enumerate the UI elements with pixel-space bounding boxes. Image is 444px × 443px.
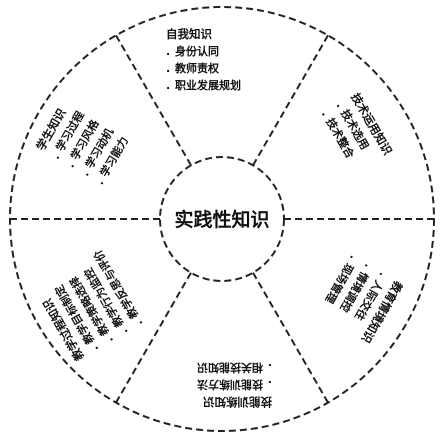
- segment-context-knowledge: 教育情境知识 . 人际交往 . 情境调控 . 现场管理: [323, 253, 406, 346]
- segment-item-bullet: .: [376, 270, 389, 280]
- segment-item-bullet: .: [362, 262, 375, 272]
- segment-item-bullet: .: [49, 151, 62, 161]
- segment-dividers: [10, 34, 434, 404]
- segment-item: 教师责权: [174, 61, 220, 75]
- segment-teaching-process-knowledge: 教学过程知识 . 教学目标制定 . 教学策略选择 . 教学行为监控 . 教学反思…: [40, 247, 146, 364]
- segment-item: 身份认同: [175, 44, 219, 58]
- segment-item-bullet: .: [166, 45, 170, 58]
- segment-item-bullet: .: [93, 177, 106, 187]
- segment-item-bullet: .: [103, 335, 116, 345]
- segment-title: 自我知识: [166, 27, 212, 41]
- segment-item: 技能训练方法: [197, 378, 263, 392]
- segment-skill-training-knowledge: 技能训练知识 . 技能训练方法 . 相关技能知识: [197, 361, 272, 409]
- segment-item-bullet: .: [117, 327, 130, 337]
- segment-item: 相关技能知识: [197, 361, 263, 375]
- segment-item-bullet: .: [347, 253, 360, 263]
- segment-self-knowledge: 自我知识 . 身份认同 . 教师责权 . 职业发展规划: [166, 27, 241, 92]
- segment-student-knowledge: 学生知识 . 学习过程 . 学习风格 . 学习动机 . 学习能力: [33, 106, 131, 187]
- segment-item-bullet: .: [334, 100, 347, 110]
- segment-item-bullet: .: [88, 344, 101, 354]
- segment-item-bullet: .: [268, 378, 272, 391]
- segment-item-bullet: .: [132, 318, 145, 328]
- segment-item-bullet: .: [79, 168, 92, 178]
- segment-title: 技能训练知识: [203, 395, 272, 409]
- segment-item-bullet: .: [166, 79, 170, 92]
- center-label: 实践性知识: [174, 208, 269, 231]
- divider-line: [115, 272, 192, 404]
- segment-item: 职业发展规划: [175, 78, 241, 92]
- segment-item-bullet: .: [268, 361, 272, 374]
- divider-line: [115, 34, 192, 166]
- segment-item-bullet: .: [166, 62, 170, 75]
- segment-item-bullet: .: [64, 160, 77, 170]
- divider-line: [252, 272, 329, 404]
- divider-line: [252, 34, 329, 166]
- segment-item-bullet: .: [319, 108, 332, 118]
- segment-technology-knowledge: 技术运用知识 . 技术选用 . 技术整合: [319, 91, 395, 162]
